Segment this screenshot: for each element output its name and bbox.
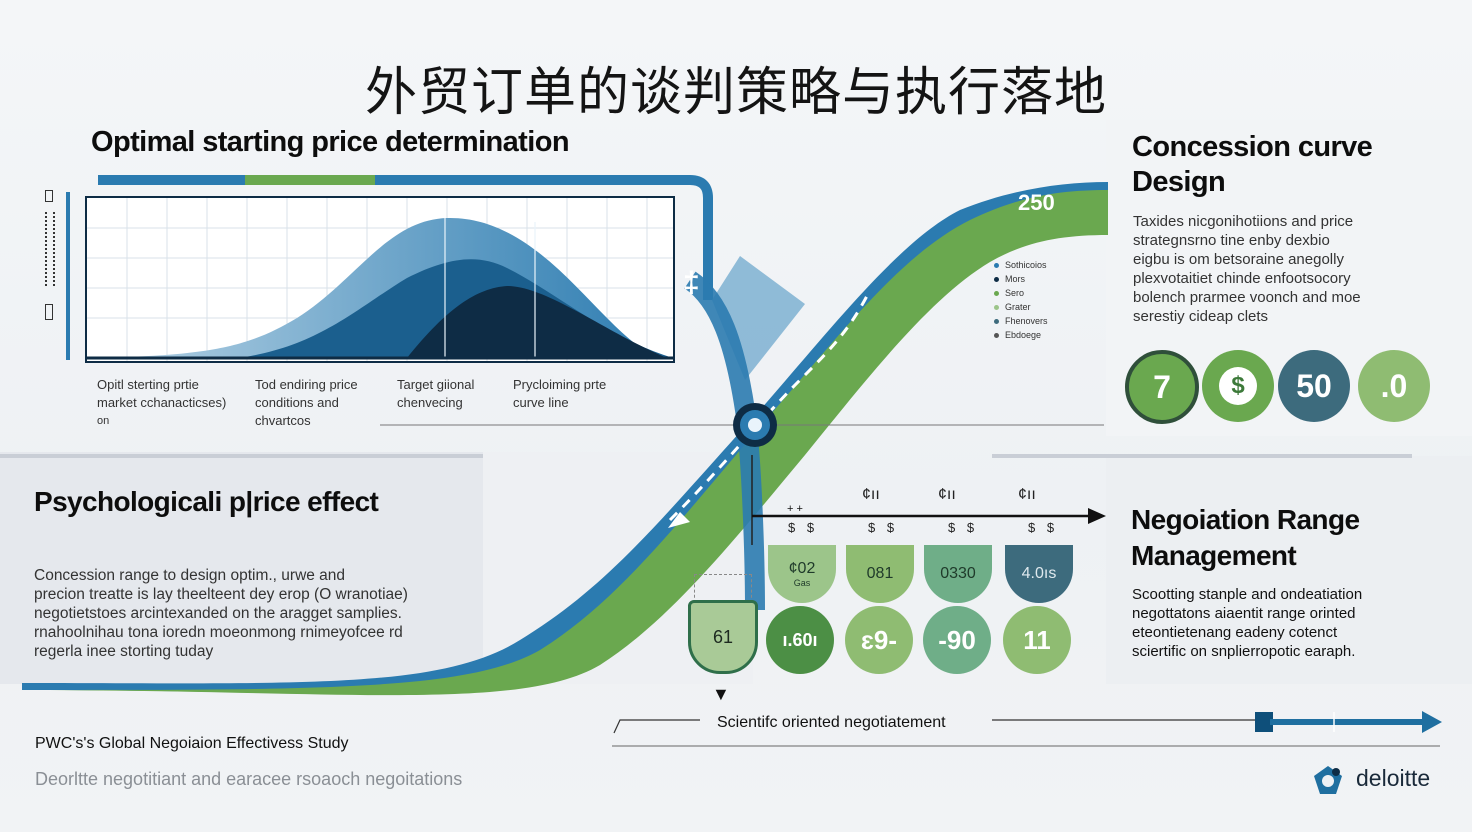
- range-body: Scootting stanple and ondeatiation negot…: [1132, 586, 1363, 660]
- study-citation: PWC's's Global Negoiaion Effectivess Stu…: [35, 735, 349, 752]
- scale-marker: [1255, 712, 1273, 732]
- psychological-panel: [0, 452, 483, 684]
- range-col-head-2: ¢ıı: [938, 486, 956, 503]
- range-panel: [1106, 456, 1472, 684]
- scale-label: Scientifc oriented negotiatement: [717, 714, 946, 731]
- legend-item: Fhenovers: [994, 314, 1048, 328]
- concession-circle-3: 50: [1278, 350, 1350, 422]
- green-ribbon: [22, 190, 1108, 696]
- range-blob-1: ı.60ı: [766, 606, 834, 674]
- range-dollar-1: $ $: [788, 520, 819, 535]
- concession-circle-4: .0: [1358, 350, 1430, 422]
- optimal-heading: Optimal starting price determination: [91, 126, 570, 158]
- legend-item: Ebdoege: [994, 328, 1048, 342]
- legend-item: Mors: [994, 272, 1048, 286]
- range-tab-cap: [694, 574, 752, 603]
- range-chip-4: 4.0ıs: [1005, 545, 1073, 603]
- center-node-inner: [748, 418, 762, 432]
- research-citation: Deorltte negotitiant and earacee rsoaoch…: [35, 769, 463, 789]
- range-plus-marks: + +: [787, 503, 803, 515]
- dollar-icon: $: [1219, 367, 1257, 405]
- deloitte-logo-text: deloitte: [1356, 765, 1431, 791]
- scale-line-left: [613, 719, 700, 734]
- range-blob-2: ɛ9-: [845, 606, 913, 674]
- range-axis-arrow: [1088, 508, 1106, 524]
- price-chart: [85, 196, 675, 363]
- range-dollar-4: $ $: [1028, 520, 1059, 535]
- top-frame-bar: [98, 175, 713, 300]
- legend-item: Sothicoios: [994, 258, 1048, 272]
- range-chip-2: 081: [846, 545, 914, 603]
- axis-ticks: [42, 190, 56, 330]
- range-chip-3: 0330: [924, 545, 992, 603]
- range-dollar-2: $ $: [868, 520, 899, 535]
- range-blob-4: 11: [1003, 606, 1071, 674]
- range-col-head-1: ¢ıı: [862, 486, 880, 503]
- price-chart-svg: [87, 198, 673, 361]
- scale-arrow: [1422, 711, 1442, 733]
- legend-item: Sero: [994, 286, 1048, 300]
- range-tab: 61: [688, 600, 758, 674]
- concession-legend: Sothicoios Mors Sero Grater Fhenovers Eb…: [994, 258, 1048, 342]
- chart-marker: ‡: [683, 266, 700, 299]
- concession-circle-2: $: [1202, 350, 1274, 422]
- range-col-head-3: ¢ıı: [1018, 486, 1036, 503]
- concession-circle-1: 7: [1125, 350, 1199, 424]
- deloitte-logo-icon: [1312, 764, 1344, 796]
- range-blob-3: -90: [923, 606, 991, 674]
- range-pointer-icon: ▼: [712, 684, 730, 704]
- psychological-heading: Psychologicali p|rice effect: [34, 486, 379, 517]
- page-title: 外贸订单的谈判策略与执行落地: [364, 63, 1107, 123]
- legend-item: Grater: [994, 300, 1048, 314]
- psychological-body: Concession range to design optim., urwe …: [34, 567, 408, 660]
- concession-body: Taxides nicgonihotiions and price strate…: [1133, 213, 1361, 325]
- range-dollar-3: $ $: [948, 520, 979, 535]
- dash-arrow-head: [668, 512, 690, 528]
- dashed-guide: [668, 289, 872, 522]
- concession-value: 250: [1018, 190, 1055, 215]
- curve-inner: [407, 286, 667, 358]
